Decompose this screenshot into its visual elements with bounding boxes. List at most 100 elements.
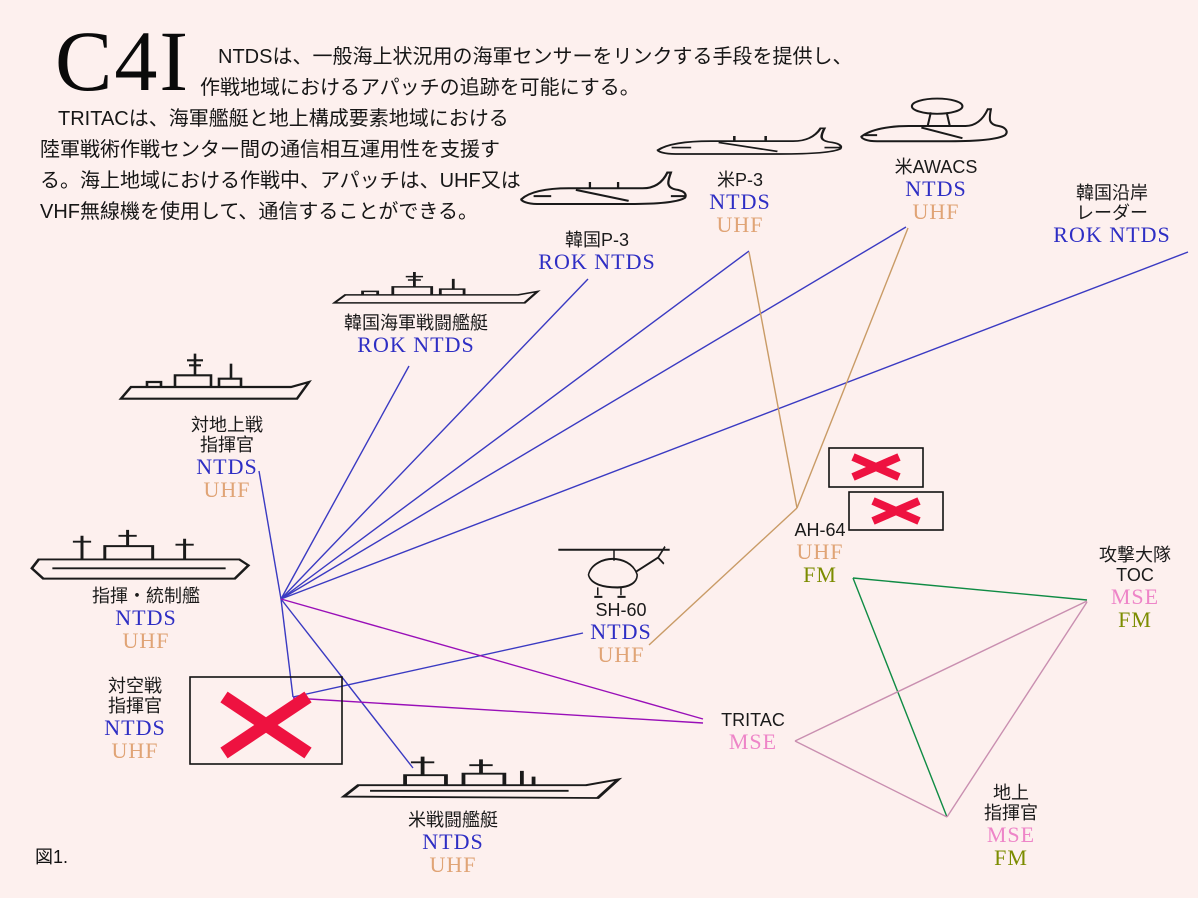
node-tritac-label: TRITAC [721,710,785,730]
node-us-p3-label: 米P-3 [716,170,764,190]
kr-navy-combatant-destroyer-art [331,272,541,304]
edge-ccs-aaw [280,598,294,698]
node-anti-surface-warfare-commander-label: 対地上戦 [191,415,263,435]
red-x-icon [851,453,901,481]
sketch-stroke [118,529,137,547]
edge-ccs-krship [280,365,410,600]
edge-tritac-ground [794,740,948,818]
sketch-stroke [72,535,92,560]
node-sh-60-label: UHF [597,642,645,667]
node-anti-surface-warfare-commander-label: UHF [203,477,251,502]
node-us-awacs-label: NTDS [905,176,967,201]
node-us-p3-label: UHF [716,212,764,237]
node-ah-64-label: UHF [796,539,844,564]
node-attack-battalion-toc-label: FM [1118,607,1152,632]
sketch-stroke [340,777,623,799]
node-us-combatant-label: 米戦闘艦艇 [408,810,498,830]
edge-aaw-sh60 [292,632,584,698]
sketch-stroke [635,545,666,573]
node-kr-coastal-radar-label: レーダー [1076,203,1148,223]
node-kr-p3-label: 韓国P-3 [564,230,629,250]
sketch-stroke [921,126,963,140]
sketch-stroke [403,774,448,786]
node-anti-surface-warfare-commander-label: NTDS [196,454,258,479]
sketch-stroke [733,136,767,142]
node-us-awacs-label: 米AWACS [894,157,978,177]
command-control-ship-command-ship-art [30,529,251,580]
node-anti-air-warfare-commander-label: UHF [111,738,159,763]
denied-link-box-ah64-denied-2 [848,491,944,531]
node-ah-64-label: FM [803,562,837,587]
edge-ah64-sh60 [648,507,798,646]
sketch-stroke [910,97,964,115]
node-us-combatant-label: NTDS [422,829,484,854]
node-kr-navy-combatant-label: ROK NTDS [357,332,475,357]
node-anti-air-warfare-commander-label: NTDS [104,715,166,740]
node-sh-60-label: NTDS [590,619,652,644]
edge-ah64-toc [852,577,1088,601]
node-anti-air-warfare-commander-label: 指揮官 [107,696,162,716]
edge-ah64-ground [852,577,948,818]
node-ground-commander-label: FM [994,845,1028,870]
node-command-control-ship-label: UHF [122,628,170,653]
intro-line: VHF無線機を使用して、通信することができる。 [40,201,478,223]
sketch-stroke [461,772,507,786]
red-x-icon [871,497,921,525]
sketch-stroke [361,290,380,295]
sketch-stroke [217,377,243,387]
edge-ccs-usship [280,598,414,769]
kr-p3-plane-art [520,171,687,206]
denied-link-box-aaw-denied [189,676,343,765]
intro-line: 陸軍戦術作戦センター間の通信相互運用性を支援す [40,139,500,161]
node-attack-battalion-toc-label: 攻撃大隊 [1099,545,1171,565]
page-title: C4I [55,13,190,109]
sketch-stroke [331,290,541,304]
sketch-stroke [656,127,843,155]
node-us-combatant-label: UHF [429,852,477,877]
node-kr-coastal-radar-label: 韓国沿岸 [1076,183,1148,203]
sketch-stroke [410,756,435,776]
edge-ccs-awacs [280,226,907,600]
node-ground-commander-label: 指揮官 [984,803,1038,823]
sketch-stroke [103,545,155,560]
node-kr-coastal-radar-label: ROK NTDS [1053,222,1171,247]
sketch-stroke [575,188,629,202]
sketch-stroke [519,770,536,786]
sketch-stroke [520,171,687,206]
node-anti-surface-warfare-commander-label: 指揮官 [200,435,254,455]
node-anti-air-warfare-commander-label: 対空戦 [107,676,162,696]
node-attack-battalion-toc-label: TOC [1116,565,1154,585]
edge-ccs-usp3 [280,250,750,600]
node-tritac-label: MSE [728,729,778,754]
sketch-stroke [860,108,1008,143]
intro-line: NTDSは、一般海上状況用の海軍センサーをリンクする手段を提供し、 [218,46,853,68]
intro-line: 作戦地域におけるアパッチの追跡を可能にする。 [200,77,640,99]
sketch-stroke [587,557,638,589]
sketch-stroke [145,380,163,387]
node-kr-navy-combatant-label: 韓国海軍戦闘艦艇 [344,313,488,333]
us-awacs-awacs-art [860,97,1008,143]
us-combatant-combat-ship-art [340,756,623,799]
node-us-p3-label: NTDS [709,189,771,214]
node-ground-commander-label: MSE [986,822,1036,847]
denied-link-box-ah64-denied-1 [828,447,924,488]
sh-60-helicopter-art [558,545,670,598]
sketch-stroke [926,112,951,127]
node-command-control-ship-label: 指揮・統制艦 [92,586,200,606]
sketch-stroke [469,759,493,774]
node-ground-commander-label: 地上 [993,783,1029,803]
anti-surface-warfare-commander-destroyer-art [118,353,312,400]
sketch-stroke [175,538,194,560]
node-sh-60-label: SH-60 [595,600,647,620]
edge-awacs-ah64 [796,227,909,509]
sketch-stroke [718,141,778,153]
